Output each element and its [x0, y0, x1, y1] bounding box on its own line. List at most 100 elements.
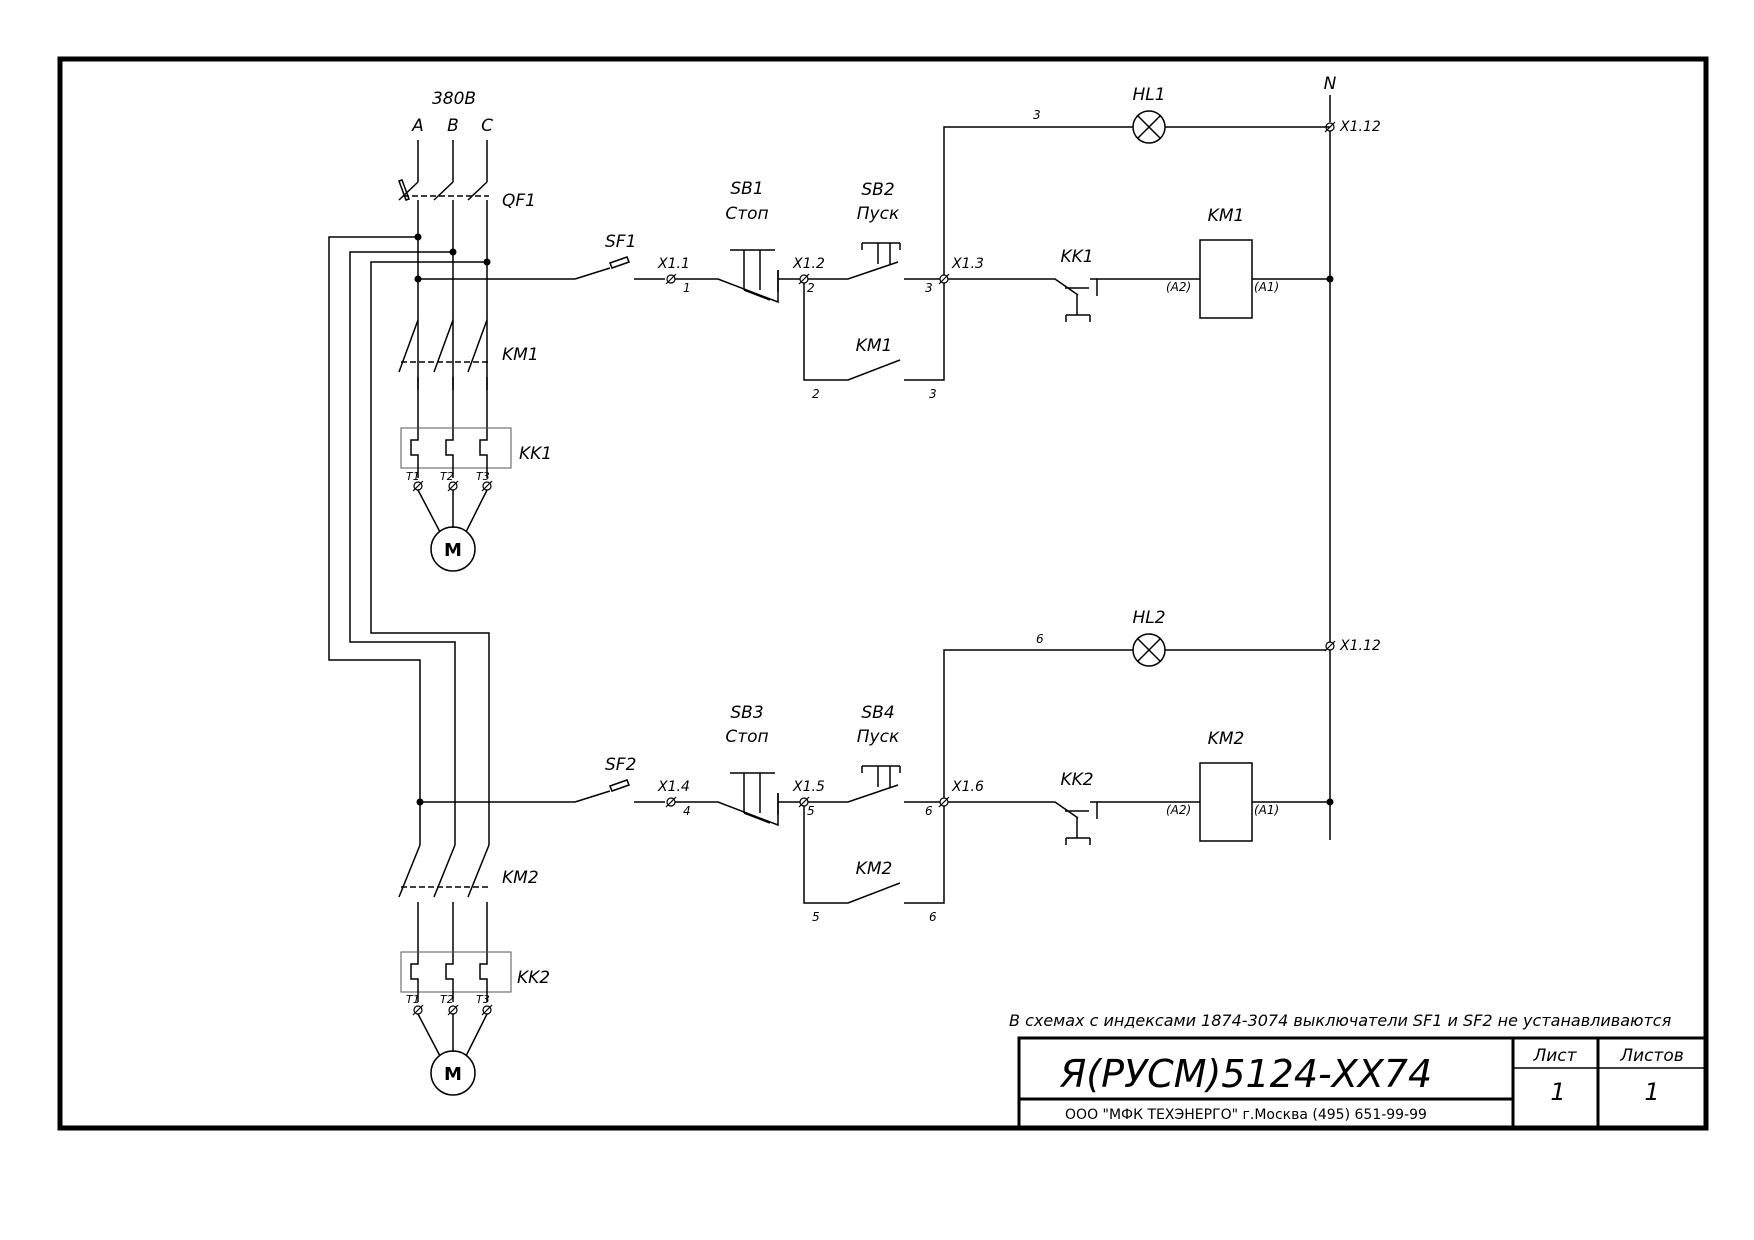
neutral-label: N — [1324, 74, 1337, 94]
kk2-contact-label: KK2 — [1060, 770, 1093, 790]
sb4-function: Пуск — [857, 727, 900, 747]
sb3-pushbutton — [730, 772, 775, 824]
sb2-label: SB2 — [861, 180, 894, 200]
km2-coil — [1199, 762, 1253, 842]
qf1-label: QF1 — [502, 191, 536, 211]
km1-a2-label: (A2) — [1166, 280, 1191, 294]
organization-line: ООО "МФК ТЕХЭНЕРГО" г.Москва (495) 651-9… — [1065, 1107, 1427, 1123]
sb3-label: SB3 — [730, 703, 763, 723]
phase-b-label: B — [447, 116, 459, 136]
kk2-t3: T3 — [476, 993, 490, 1006]
neutral-bus: N X1.12 X1.12 — [1324, 74, 1381, 840]
wire-4-label: 4 — [683, 804, 691, 818]
wire-3-label-c: 3 — [1033, 108, 1041, 122]
thermal-relay-kk1 — [400, 427, 512, 478]
motor-1 — [430, 526, 476, 572]
control-circuit-1: SF1 X1.1 1 SB1 Стоп X1.2 2 SB2 Пуск 3 KM… — [574, 85, 1330, 401]
km1-coil — [1199, 239, 1253, 319]
sf2-label: SF2 — [605, 755, 636, 775]
motor-1-label: M — [444, 540, 462, 561]
kk2-thermal-element — [1065, 810, 1091, 845]
tap-phase-a — [328, 236, 421, 845]
terminal-x1-12-bottom-label: X1.12 — [1339, 638, 1381, 654]
phase-a-label: A — [411, 116, 424, 136]
hl2-label: HL2 — [1132, 608, 1165, 628]
kk2-t2: T2 — [440, 993, 454, 1006]
document-code: Я(РУСМ)5124-XX74 — [1059, 1052, 1432, 1096]
km1-a1-label: (A1) — [1254, 280, 1279, 294]
supply-voltage-label: 380В — [432, 89, 476, 109]
sf2-blade — [574, 790, 611, 803]
motor-2 — [430, 1050, 476, 1096]
breaker-qf1 — [398, 179, 489, 372]
terminal-x1-3-label: X1.3 — [951, 256, 984, 272]
terminal-x1-12-top-label: X1.12 — [1339, 119, 1381, 135]
lamp-hl2 — [1132, 633, 1166, 667]
wire-2-label-a: 2 — [807, 281, 815, 295]
phase-c-label: C — [481, 116, 493, 136]
contactor-km1-main — [398, 319, 489, 430]
sf2-actuator — [609, 779, 630, 792]
power-circuit: 380В A B C QF1 KM1 — [328, 89, 575, 1096]
kk1-t2: T2 — [440, 470, 454, 483]
drawing-frame — [57, 56, 1709, 1131]
wire-6-label-a: 6 — [925, 804, 933, 818]
sb4-label: SB4 — [861, 703, 894, 723]
km2-a2-label: (A2) — [1166, 803, 1191, 817]
wire-3-label-a: 3 — [925, 281, 933, 295]
sf1-label: SF1 — [605, 232, 636, 252]
sf1-blade — [574, 267, 611, 280]
wire-1-label: 1 — [683, 281, 691, 295]
sheets-count: 1 — [1644, 1078, 1659, 1106]
hl1-branch-wire — [943, 126, 1133, 275]
kk2-nc-contact — [948, 801, 1079, 819]
installation-note: В схемах с индексами 1874-3074 выключате… — [1009, 1011, 1672, 1030]
sheet-header: Лист — [1532, 1046, 1577, 1066]
hl1-label: HL1 — [1132, 85, 1165, 105]
terminal-x1-6-label: X1.6 — [951, 779, 984, 795]
terminal-x1-4-label: X1.4 — [657, 779, 690, 795]
contactor-km2-main — [398, 844, 491, 955]
kk1-thermal-element — [1065, 287, 1091, 322]
terminal-x1-1-label: X1.1 — [657, 256, 690, 272]
thermal-relay-kk2 — [400, 951, 512, 1002]
tap-phase-c — [370, 261, 490, 845]
km2-a1-label: (A1) — [1254, 803, 1279, 817]
motor1-leads — [417, 489, 488, 533]
kk1-label: KK1 — [519, 444, 552, 464]
terminal-x1-2-label: X1.2 — [792, 256, 825, 272]
wire-5-label-b: 5 — [812, 910, 820, 924]
motor2-leads — [417, 1013, 488, 1057]
sheet-number: 1 — [1550, 1078, 1565, 1106]
wire-6-label-b: 6 — [929, 910, 937, 924]
phase-lines-top — [417, 140, 488, 182]
wire-5-label-a: 5 — [807, 804, 815, 818]
sb4-pushbutton — [861, 765, 901, 787]
kk2-label: KK2 — [517, 968, 550, 988]
kk1-contact-label: KK1 — [1060, 247, 1093, 267]
control-circuit-2: SF2 X1.4 4 SB3 Стоп X1.5 5 SB4 Пуск 6 KM… — [574, 608, 1330, 924]
title-block — [1017, 1036, 1706, 1128]
motor-2-label: M — [444, 1064, 462, 1085]
sheets-header: Листов — [1619, 1046, 1684, 1066]
hl2-branch-wire — [943, 649, 1133, 798]
sb1-label: SB1 — [730, 179, 763, 199]
km1-holding-label: KM1 — [856, 336, 893, 356]
wire-3-label-b: 3 — [929, 387, 937, 401]
sb2-pushbutton — [861, 242, 901, 264]
sb2-function: Пуск — [857, 204, 900, 224]
kk1-nc-contact — [948, 278, 1079, 296]
km2-holding-contact — [803, 806, 901, 904]
sf1-actuator — [609, 256, 630, 269]
kk1-t3: T3 — [476, 470, 490, 483]
tap-phase-b — [349, 251, 456, 845]
wire-2-label-b: 2 — [812, 387, 820, 401]
kk2-terminals — [412, 1004, 493, 1016]
lamp-hl1 — [1132, 110, 1166, 144]
sb1-function: Стоп — [725, 204, 768, 224]
kk2-t1: T1 — [406, 993, 420, 1006]
terminal-x1-5-label: X1.5 — [792, 779, 825, 795]
sb2-contact — [808, 261, 899, 280]
km1-holding-contact — [803, 283, 901, 381]
sb4-contact — [808, 784, 899, 803]
